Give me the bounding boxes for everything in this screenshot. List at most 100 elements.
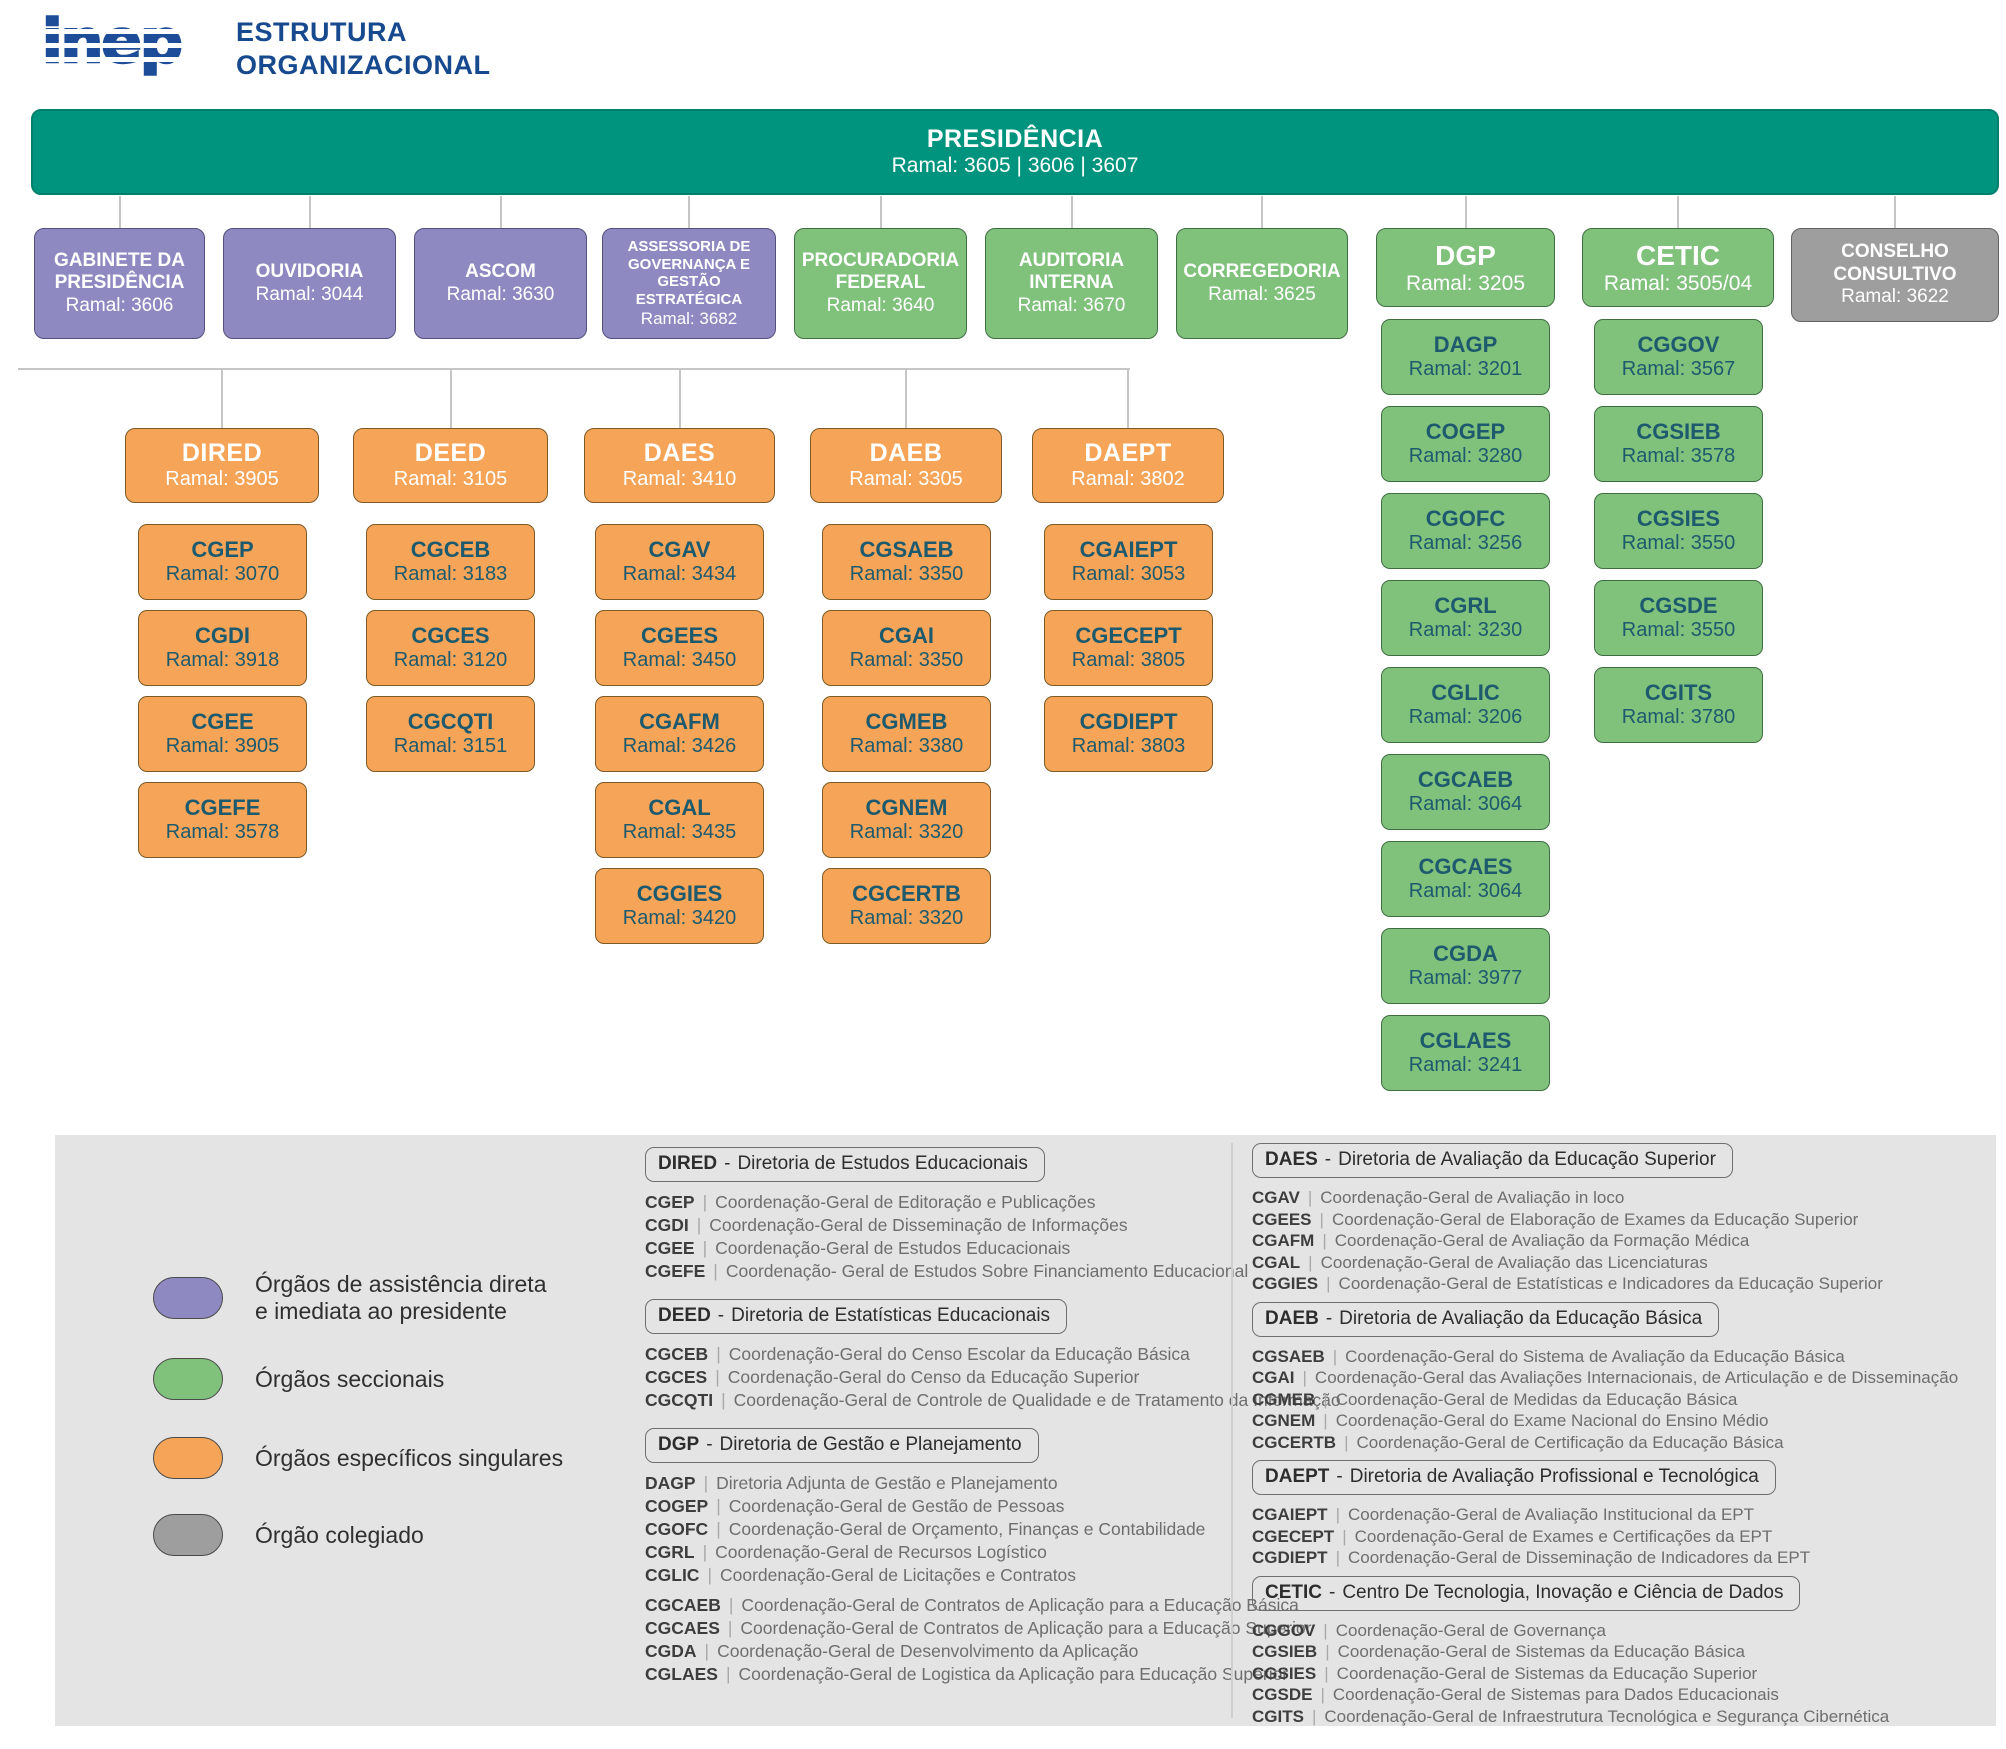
- connector-line: [688, 196, 690, 228]
- box-title: DAGP: [1433, 332, 1498, 358]
- box-title: CGOFC: [1425, 506, 1506, 532]
- box-title: CGCERTB: [852, 881, 961, 907]
- box-title: CGSDE: [1639, 593, 1718, 619]
- glossary-item-cgces: CGCES|Coordenação-Geral do Censo da Educ…: [645, 1366, 1230, 1389]
- pipe-separator: |: [1308, 1252, 1313, 1272]
- glossary-item-cgda: CGDA|Coordenação-Geral de Desenvolviment…: [645, 1640, 1230, 1663]
- connector-line: [308, 196, 311, 228]
- box-ramal: Ramal: 3505/04: [1603, 271, 1753, 295]
- glossary-item-cgees: CGEES|Coordenação-Geral de Elaboração de…: [1252, 1209, 1982, 1231]
- glossary-item-desc: Coordenação-Geral do Censo da Educação S…: [727, 1367, 1140, 1387]
- logo-stripe: [42, 57, 214, 62]
- glossary-section-title: Diretoria de Gestão e Planejamento: [719, 1434, 1022, 1455]
- box-ramal: Ramal: 3450: [622, 649, 737, 672]
- box-ramal: Ramal: 3434: [622, 563, 737, 586]
- dash-separator: -: [724, 1153, 731, 1174]
- box-title: CGDIEPT: [1079, 709, 1178, 735]
- pipe-separator: |: [1332, 1346, 1338, 1366]
- pipe-separator: |: [1344, 1432, 1349, 1452]
- glossary-section-abbr: DAEB: [1265, 1307, 1319, 1329]
- box-title: CGSIEB: [1636, 419, 1721, 445]
- glossary-section-daeb: DAEB-Diretoria de Avaliação da Educação …: [1252, 1301, 1982, 1454]
- box-title: PRESIDÊNCIA: [926, 124, 1104, 153]
- glossary-item-abbr: CGSDE: [1252, 1685, 1313, 1704]
- legend-label-line: Órgão colegiado: [255, 1521, 424, 1548]
- legend-swatch-orange: [153, 1437, 223, 1479]
- glossary-section-daes: DAES-Diretoria de Avaliação da Educação …: [1252, 1143, 1982, 1295]
- glossary-section-abbr: DGP: [658, 1434, 700, 1455]
- box-title: CETIC: [1636, 239, 1720, 271]
- glossary-item-desc: Coordenação-Geral de Contratos de Aplica…: [740, 1618, 1312, 1638]
- box-title: AUDITORIA INTERNA: [1018, 249, 1125, 294]
- box-title: CGNEM: [865, 795, 948, 821]
- glossary-item-cggies: CGGIES|Coordenação-Geral de Estatísticas…: [1252, 1273, 1982, 1295]
- page-title-line2: ORGANIZACIONAL: [236, 50, 491, 80]
- box-ramal: Ramal: 3802: [1071, 468, 1185, 491]
- connector-line: [905, 368, 907, 428]
- glossary-item-dagp: DAGP|Diretoria Adjunta de Gestão e Plane…: [645, 1472, 1230, 1495]
- connector-line: [1070, 196, 1073, 228]
- glossary-item-cogep: COGEP|Coordenação-Geral de Gestão de Pes…: [645, 1495, 1230, 1518]
- glossary-item-desc: Coordenação-Geral de Desenvolvimento da …: [717, 1641, 1139, 1661]
- glossary-section-abbr: DEED: [658, 1305, 711, 1326]
- glossary-item-abbr: CGAIEPT: [1252, 1505, 1328, 1524]
- dash-separator: -: [1325, 1307, 1333, 1329]
- box-title: DAEB: [869, 438, 943, 467]
- box-ramal: Ramal: 3105: [393, 468, 508, 491]
- glossary-item-abbr: CGMEB: [1252, 1389, 1316, 1409]
- legend-row-green: Órgãos seccionais: [153, 1357, 444, 1401]
- pipe-separator: |: [727, 1618, 733, 1638]
- glossary-item-cgefe: CGEFE|Coordenação- Geral de Estudos Sobr…: [645, 1260, 1248, 1283]
- glossary-item-abbr: CGAI: [1252, 1368, 1295, 1387]
- pipe-separator: |: [716, 1519, 721, 1539]
- glossary-item-abbr: CGLIC: [645, 1565, 700, 1585]
- glossary-section-title: Diretoria de Avaliação Profissional e Te…: [1349, 1466, 1759, 1487]
- glossary-section-abbr: DAES: [1265, 1149, 1318, 1170]
- box-ramal: Ramal: 3420: [622, 907, 737, 930]
- glossary-item-abbr: CGNEM: [1252, 1411, 1316, 1430]
- glossary-item-desc: Coordenação-Geral de Estudos Educacionai…: [715, 1238, 1071, 1258]
- glossary-item-desc: Coordenação-Geral de Infraestrutura Tecn…: [1324, 1706, 1890, 1726]
- glossary-item-abbr: COGEP: [645, 1496, 709, 1516]
- glossary-item-desc: Coordenação-Geral de Medidas da Educação…: [1335, 1389, 1738, 1409]
- connector-line: [1464, 196, 1467, 228]
- glossary-item-abbr: CGLAES: [645, 1664, 718, 1684]
- glossary-column-right: DAES-Diretoria de Avaliação da Educação …: [1252, 1143, 1982, 1734]
- glossary-section-title: Diretoria de Avaliação da Educação Básic…: [1339, 1307, 1703, 1329]
- glossary-item-cgsaeb: CGSAEB|Coordenação-Geral do Sistema de A…: [1252, 1346, 1982, 1368]
- dash-separator: -: [1324, 1149, 1332, 1170]
- box-title: COGEP: [1425, 419, 1506, 445]
- glossary-item-abbr: CGDA: [645, 1641, 697, 1661]
- glossary-section-abbr: DIRED: [658, 1153, 718, 1174]
- legend-label-line: Órgãos de assistência direta: [255, 1271, 547, 1297]
- glossary-item-cgai: CGAI|Coordenação-Geral das Avaliações In…: [1252, 1367, 1982, 1389]
- connector-line: [678, 368, 681, 428]
- box-ramal: Ramal: 3241: [1408, 1054, 1523, 1077]
- glossary-section-deed: DEED-Diretoria de Estatísticas Educacion…: [645, 1299, 1341, 1412]
- connector-line: [1677, 196, 1679, 228]
- box-title: CGITS: [1644, 680, 1713, 706]
- dash-separator: -: [1336, 1466, 1343, 1487]
- pipe-separator: |: [716, 1344, 721, 1364]
- glossary-item-cgcertb: CGCERTB|Coordenação-Geral de Certificaçã…: [1252, 1432, 1982, 1454]
- pipe-separator: |: [1323, 1620, 1328, 1640]
- box-title: DEED: [414, 438, 487, 467]
- inep-logo-text: inep: [41, 7, 184, 77]
- legend-row-orange: Órgãos específicos singulares: [153, 1436, 563, 1480]
- glossary-item-desc: Coordenação-Geral do Censo Escolar da Ed…: [728, 1344, 1190, 1364]
- box-ramal: Ramal: 3350: [849, 649, 964, 672]
- pipe-separator: |: [721, 1390, 726, 1410]
- glossary-section-title: Diretoria de Avaliação da Educação Super…: [1338, 1149, 1716, 1170]
